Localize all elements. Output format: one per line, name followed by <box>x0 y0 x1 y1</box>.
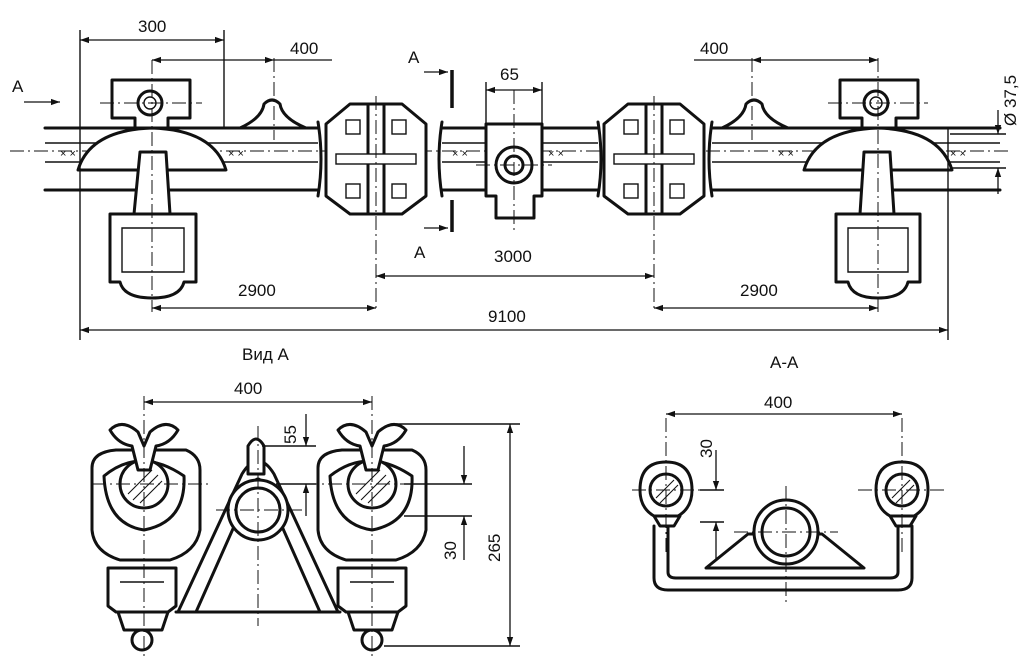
left-trolley <box>76 60 228 312</box>
dim-300-label: 300 <box>138 17 166 36</box>
view-a-dim-265-label: 265 <box>485 534 504 562</box>
section-a-a: А-А <box>632 353 946 604</box>
right-trolley <box>802 58 954 312</box>
view-a-right-lug <box>304 396 440 656</box>
svg-text:× ×: × × <box>452 148 468 160</box>
right-saddle <box>720 58 790 140</box>
dim-400-right-label: 400 <box>700 39 728 58</box>
cut-label-top: A <box>408 48 420 67</box>
svg-text:× ×: × × <box>60 148 76 160</box>
svg-text:× ×: × × <box>548 148 564 160</box>
section-dim-30-label: 30 <box>697 439 716 458</box>
dim-9100-label: 9100 <box>488 307 526 326</box>
view-a: Вид А <box>90 345 520 656</box>
view-direction-arrow: A <box>12 77 60 106</box>
view-a-left-lug <box>90 396 210 656</box>
main-elevation-view: × × × × × × × × × × × × <box>10 17 1020 340</box>
cut-label-bottom: A <box>414 243 426 262</box>
section-dim-400-label: 400 <box>764 393 792 412</box>
dim-65-label: 65 <box>500 65 519 84</box>
view-a-dim-30-label: 30 <box>441 541 460 560</box>
dim-2900-left-label: 2900 <box>238 281 276 300</box>
svg-text:× ×: × × <box>950 148 966 160</box>
right-flange <box>602 96 706 312</box>
section-right-eye <box>858 418 946 556</box>
view-arrow-label: A <box>12 77 24 96</box>
svg-text:× ×: × × <box>778 148 794 160</box>
section-left-eye <box>632 418 712 556</box>
left-saddle <box>238 58 308 140</box>
section-pipe <box>704 486 866 604</box>
svg-text:× ×: × × <box>228 148 244 160</box>
section-bracket <box>652 524 914 592</box>
dim-diameter-label: Ø 37,5 <box>1001 75 1020 126</box>
center-clamp <box>476 90 552 232</box>
dim-2900-right-label: 2900 <box>740 281 778 300</box>
view-a-dim-400-label: 400 <box>234 379 262 398</box>
dim-400-left-label: 400 <box>290 39 318 58</box>
view-a-title: Вид А <box>242 345 289 364</box>
left-flange <box>324 96 428 312</box>
section-dimensions: 400 30 <box>666 393 902 560</box>
section-cut-marks: A A <box>408 48 454 262</box>
view-a-center-support <box>174 426 342 626</box>
dim-3000-label: 3000 <box>494 247 532 266</box>
view-a-dimensions: 400 55 30 265 <box>144 379 520 647</box>
view-a-dim-55-label: 55 <box>281 425 300 444</box>
section-title: А-А <box>770 353 799 372</box>
top-dimensions: 300 400 65 400 Ø 37,5 3000 <box>79 17 1020 340</box>
